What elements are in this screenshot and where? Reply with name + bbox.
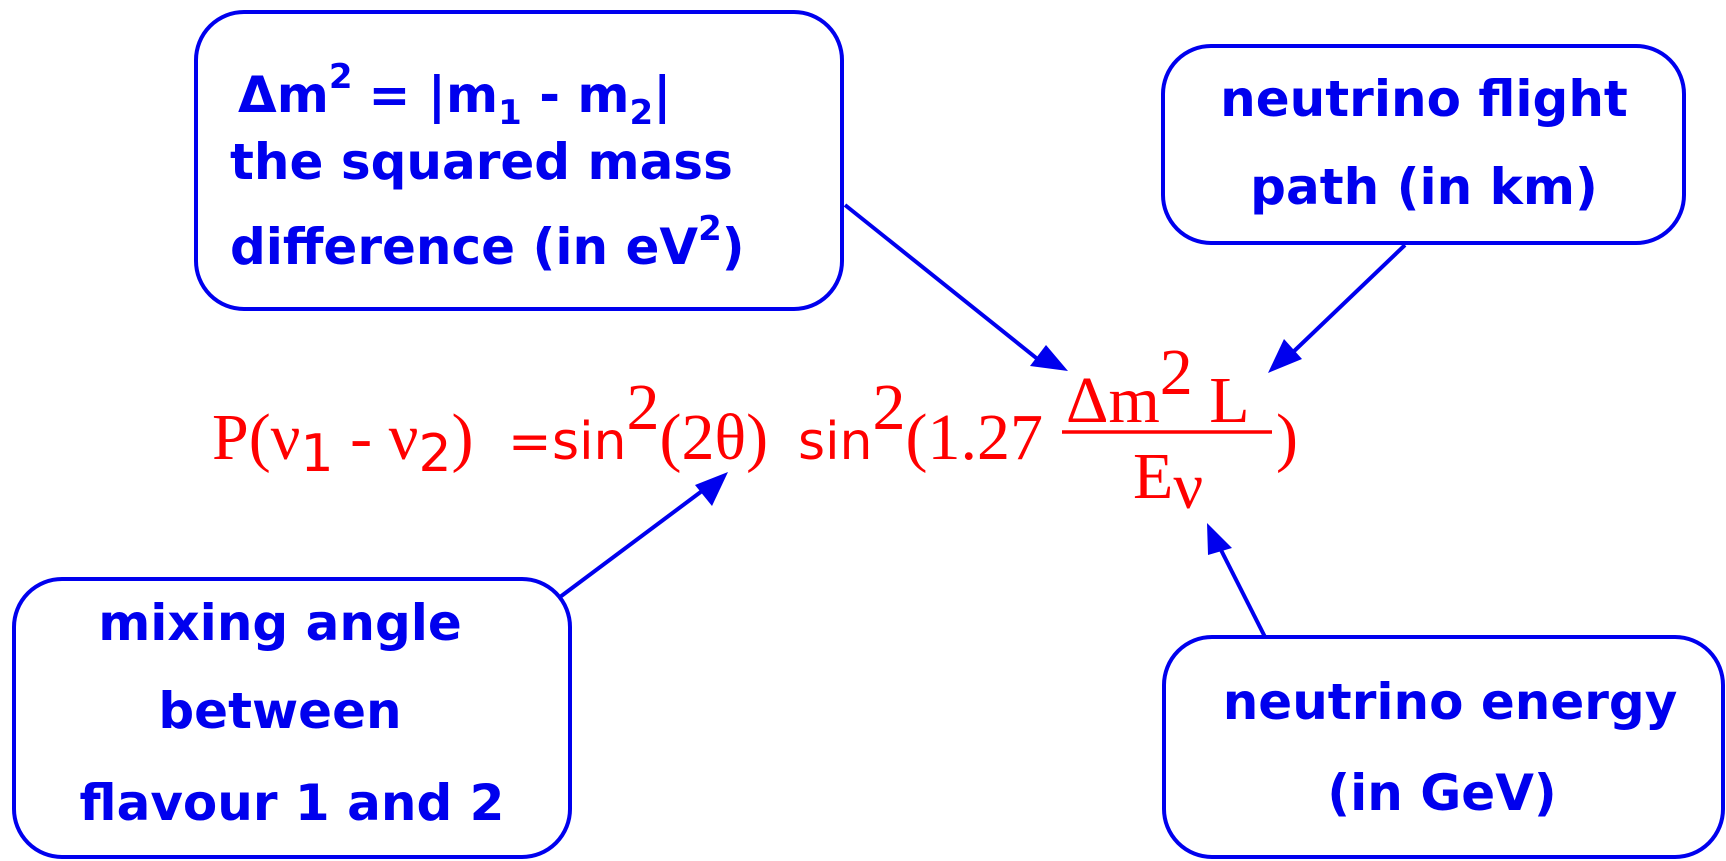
mass-box-line3: difference (in eV2) <box>230 209 745 276</box>
lhs-dash: - ν <box>334 401 419 474</box>
coefficient-1-27: (1.27 <box>906 401 1043 474</box>
angle-box-line1: mixing angle <box>98 594 462 652</box>
equals-sign: = <box>508 412 552 472</box>
arrow-energy-to-E <box>1218 547 1267 638</box>
sin-a-sup: 2 <box>627 371 660 444</box>
arrowhead-mass <box>1030 345 1068 371</box>
path-box-line1: neutrino flight <box>1220 70 1628 128</box>
flight-path-box: neutrino flight path (in km) <box>1161 44 1686 245</box>
sin-b-sup: 2 <box>873 371 906 444</box>
mass-difference-box: Δm2= |m1 - m2| the squared mass differen… <box>194 10 844 311</box>
abs-close: | <box>653 66 671 124</box>
arrow-path-to-L <box>1288 243 1407 357</box>
energy-box-line2: (in GeV) <box>1327 764 1557 822</box>
ev-squared-sup: 2 <box>698 209 722 249</box>
mixing-angle-box: mixing angle between flavour 1 and 2 <box>12 577 572 859</box>
delta-m: Δm <box>1066 364 1160 437</box>
closing-paren: ) <box>1276 401 1298 474</box>
sin-b: sin <box>798 412 873 472</box>
mass-box-formula: Δm2= |m1 - m2| <box>238 57 671 133</box>
path-box-frame <box>1161 44 1686 245</box>
lhs-open: P(ν <box>212 401 301 474</box>
num-sup: 2 <box>1160 336 1193 409</box>
abs-open: = |m <box>368 66 498 124</box>
arrow-mass-to-fraction <box>843 203 1047 367</box>
den-E: E <box>1133 440 1173 513</box>
m-squared-sup: 2 <box>329 57 353 97</box>
sin-squared-term: sin2(1.27 <box>798 371 1043 474</box>
arrowhead-path <box>1268 339 1302 373</box>
m2-sub: 2 <box>630 93 654 133</box>
sin-squared-2theta: sin2(2θ) <box>552 371 768 474</box>
mass-box-close-paren: ) <box>722 218 745 276</box>
arrowhead-angle <box>695 472 728 506</box>
mass-box-line2: the squared mass <box>230 133 733 191</box>
minus-m: - m <box>522 66 630 124</box>
energy-box-frame <box>1162 635 1725 859</box>
angle-box-line3: flavour 1 and 2 <box>80 774 505 832</box>
angle-box-frame <box>12 577 572 859</box>
num-L: L <box>1193 364 1250 437</box>
lhs-close: ) <box>452 401 474 474</box>
angle-box-line2: between <box>158 682 401 740</box>
mass-box-line3-text: difference (in eV <box>230 218 698 276</box>
equation-lhs: P(ν1 - ν2) <box>212 401 474 484</box>
sin-a: sin <box>552 412 627 472</box>
delta-symbol: Δ <box>238 66 277 124</box>
fraction-denominator: Eν <box>1133 440 1203 523</box>
energy-box-line1: neutrino energy <box>1223 673 1678 731</box>
den-nu-sub: ν <box>1173 450 1203 523</box>
mass-box-frame <box>194 10 844 311</box>
m-symbol: m <box>277 66 329 124</box>
m1-sub: 1 <box>498 93 522 133</box>
path-box-line2: path (in km) <box>1250 158 1598 216</box>
fraction-numerator: Δm2 L <box>1066 336 1250 437</box>
neutrino-energy-box: neutrino energy (in GeV) <box>1162 635 1725 859</box>
nu1-sub: 1 <box>301 424 334 484</box>
arrowhead-energy <box>1207 523 1232 555</box>
oscillation-equation: P(ν1 - ν2) = sin2(2θ) sin2(1.27 Δm2 L Eν… <box>212 336 1298 523</box>
arrow-angle-to-theta <box>558 486 708 599</box>
nu2-sub: 2 <box>418 424 451 484</box>
arg-2theta: (2θ) <box>660 401 769 474</box>
